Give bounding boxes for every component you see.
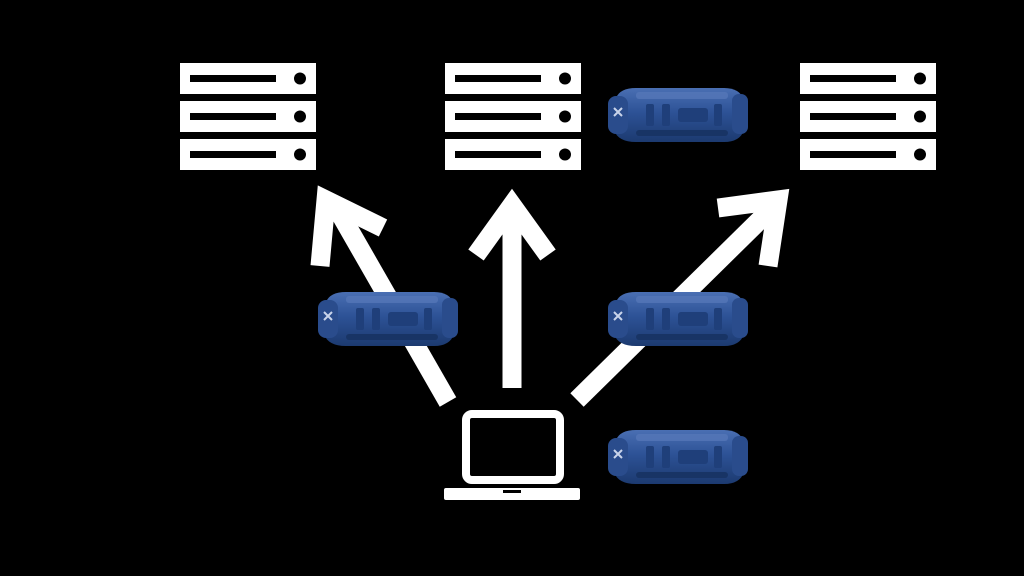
server-right-icon — [800, 63, 936, 170]
rugged-drive-icon — [607, 291, 749, 347]
rugged-drive-icon — [607, 429, 749, 485]
rugged-drive-icon — [317, 291, 459, 347]
server-left-icon — [180, 63, 316, 170]
rugged-drive-icon — [607, 87, 749, 143]
laptop-icon — [444, 410, 580, 500]
arrow-center — [468, 188, 556, 388]
server-center-icon — [445, 63, 581, 170]
